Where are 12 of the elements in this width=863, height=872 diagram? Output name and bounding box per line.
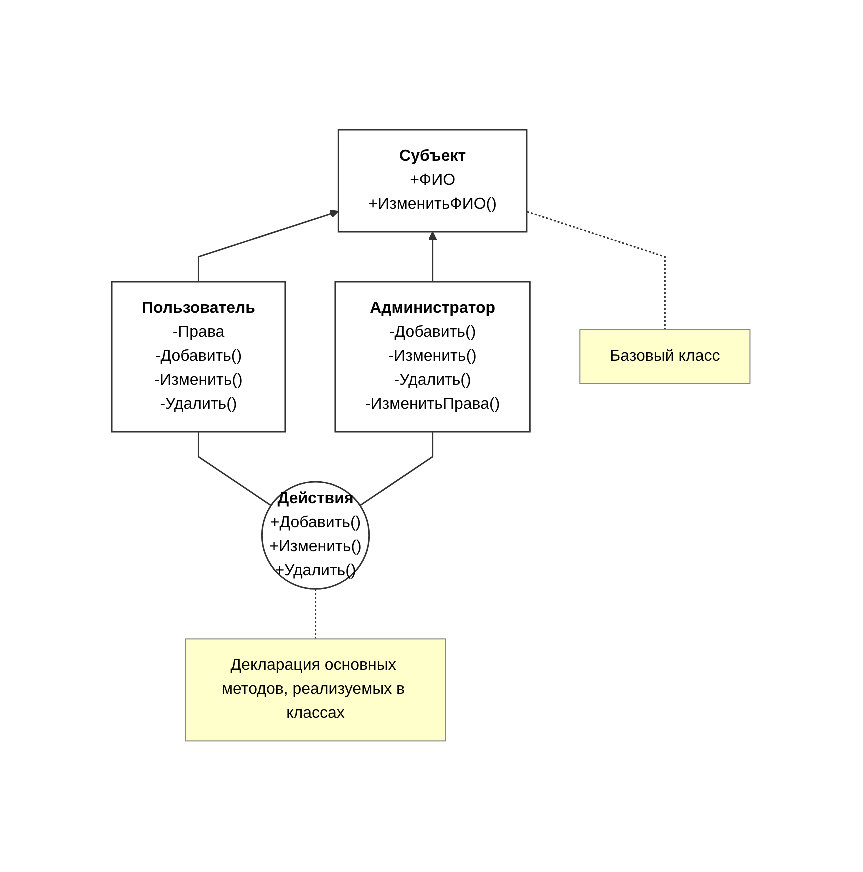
node-box: Администратор -Добавить() -Изменить() -Удалить() -ИзменитьПрава() — [335, 282, 532, 434]
connector — [360, 432, 434, 507]
node-box: Базовый класс — [580, 330, 752, 385]
connector — [198, 432, 272, 507]
node-box: Субъект +ФИО +ИзменитьФИО() — [338, 130, 528, 234]
arrow — [428, 232, 438, 282]
arrow — [198, 210, 340, 282]
node-box: Декларация основных методов, реализуемых в классах — [186, 639, 447, 742]
connector — [527, 211, 666, 330]
node-box: Пользователь -Права -Добавить() -Изменить() -Удалить() — [112, 282, 287, 434]
node-circle: Действия +Добавить() +Изменить() +Удалить() — [262, 482, 370, 590]
connector — [315, 590, 317, 640]
